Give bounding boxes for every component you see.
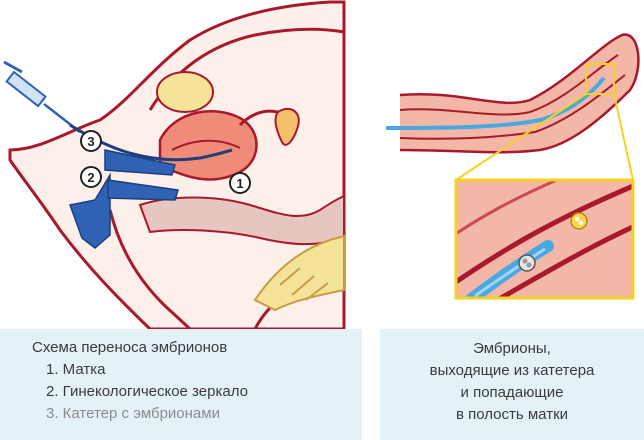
inset-wall-3 <box>456 180 561 236</box>
embryo-released <box>570 212 588 230</box>
right-caption-line-1: Эмбрионы, <box>473 340 551 357</box>
legend-item-speculum: 2. Гинекологическое зеркало <box>46 383 248 400</box>
syringe <box>3 60 81 133</box>
syringe-plunger <box>3 60 23 74</box>
right-caption-line-2: выходящие из катетера <box>429 362 595 379</box>
rectum <box>138 194 345 246</box>
uterus <box>158 110 258 181</box>
speculum-lower-blade <box>107 179 179 201</box>
right-caption-line-3: и попадающие <box>460 384 564 401</box>
speculum-handle <box>68 172 111 249</box>
legend-item-uterus: 1. Матка <box>46 361 106 378</box>
embryo-in-catheter <box>518 254 536 272</box>
right-caption: Эмбрионы, выходящие из катетера и попада… <box>380 329 644 440</box>
syringe-barrel <box>5 70 47 108</box>
vertebrae-lines <box>279 267 329 301</box>
uterus-detail <box>385 33 640 181</box>
marker-1-label: 1 <box>236 176 243 191</box>
zoom-connector <box>455 93 634 181</box>
marker-1: 1 <box>229 172 251 194</box>
zoom-inset-frame <box>454 178 635 300</box>
uterus-body <box>399 33 640 154</box>
detail-catheter <box>385 76 606 130</box>
bladder <box>156 71 214 113</box>
marker-2: 2 <box>80 166 102 188</box>
speculum-upper-blade <box>104 149 176 176</box>
perineum-contour <box>108 209 192 331</box>
inset-catheter-highlight <box>474 247 546 298</box>
uterus-inner-wall-top <box>399 54 619 116</box>
inset-wall-2 <box>495 224 633 298</box>
ovary <box>274 107 300 146</box>
legend-item-catheter: 3. Катетер с эмбрионами <box>46 405 220 422</box>
left-caption-title: Схема переноса эмбрионов <box>32 339 228 356</box>
zoom-inset <box>454 178 635 300</box>
uterus-inner-wall-bottom <box>399 74 626 140</box>
marker-3: 3 <box>80 130 102 152</box>
marker-3-label: 3 <box>87 134 94 149</box>
speculum <box>68 149 179 249</box>
left-caption: Схема переноса эмбрионов 1. Матка 2. Гин… <box>0 329 362 440</box>
uterine-cavity <box>171 139 241 151</box>
sacrum <box>253 234 345 312</box>
right-caption-line-4: в полость матки <box>455 406 569 423</box>
zoom-source-box <box>585 63 615 95</box>
pelvis-cross-section <box>8 0 346 331</box>
marker-2-label: 2 <box>87 170 94 185</box>
